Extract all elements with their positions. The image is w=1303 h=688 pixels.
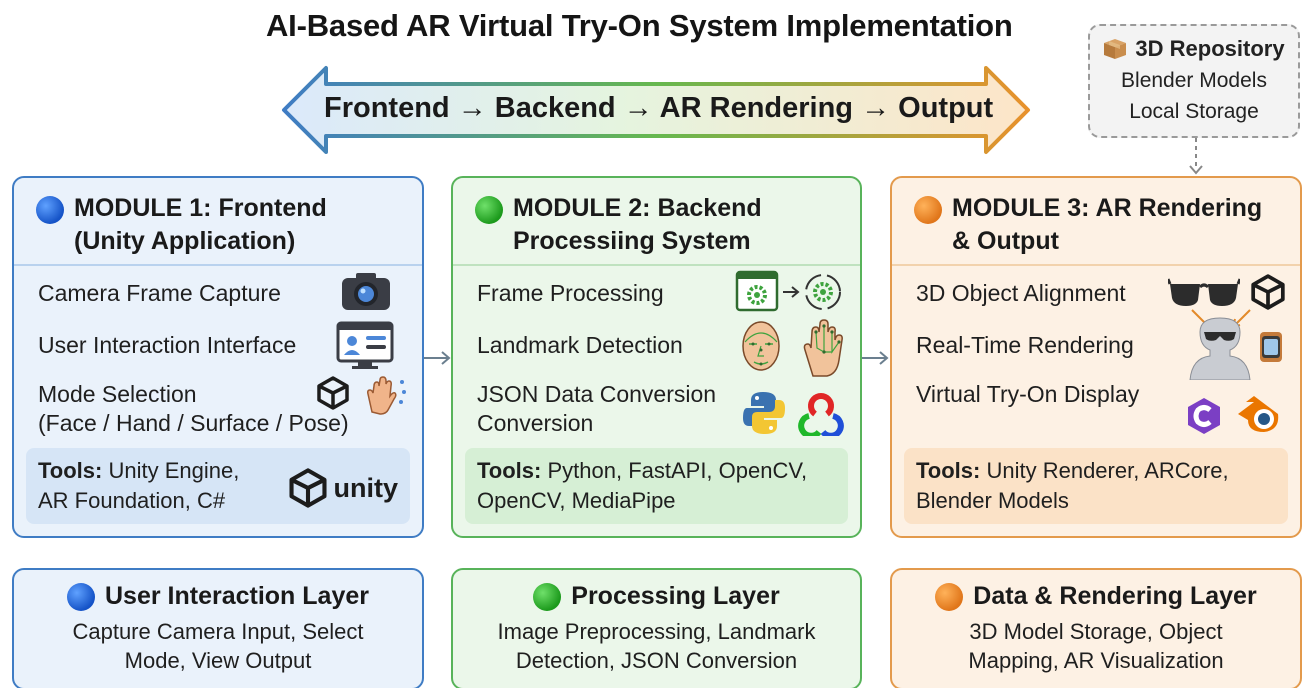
module-item: Camera Frame Capture: [38, 280, 281, 306]
module-title-line-2: & Output: [952, 227, 1059, 255]
tools-line-1: Python, FastAPI, OpenCV,: [541, 458, 808, 483]
unity-icon: [317, 376, 349, 410]
orange-dot-icon: [914, 196, 942, 224]
module-title-line-2: Processiing System: [513, 227, 751, 255]
tools-line-1: Unity Engine,: [102, 458, 240, 483]
green-dot-icon: [533, 582, 562, 611]
module-item: Virtual Try-On Display: [916, 381, 1140, 407]
layer-heading: Processing Layer: [453, 582, 860, 611]
module-title-line-1: MODULE 3: AR Rendering: [952, 194, 1263, 222]
layer-user-interaction: User Interaction Layer Capture Camera In…: [12, 568, 424, 688]
module-backend: MODULE 2: Backend Processiing System Fra…: [451, 176, 862, 538]
repository-title: 3D Repository: [1135, 36, 1285, 61]
layer-line-1: Capture Camera Input, Select: [72, 619, 364, 644]
blue-dot-icon: [67, 582, 95, 611]
mannequin-try-on-icon: [1189, 309, 1282, 380]
python-icon: [743, 392, 785, 434]
repository-line-2: Local Storage: [1129, 100, 1259, 123]
layer-description: Capture Camera Input, Select Mode, View …: [14, 617, 422, 675]
tools-line-1: Unity Renderer, ARCore,: [980, 458, 1229, 483]
tools-panel: Tools: Python, FastAPI, OpenCV, OpenCV, …: [465, 448, 848, 524]
module-item: Real-Time Rendering: [916, 332, 1134, 358]
module-item: 3D Object Alignment: [916, 280, 1126, 306]
layer-line-2: Mode, View Output: [124, 648, 312, 673]
unity-logo-icon: [288, 468, 327, 508]
repository-line-1: Blender Models: [1121, 69, 1267, 92]
layer-line-2: Mapping, AR Visualization: [968, 648, 1224, 673]
module-item: JSON Data Conversion: [477, 381, 717, 407]
tools-label: Tools:: [38, 458, 103, 483]
blender-icon: [1238, 396, 1279, 432]
tools-line-2: Blender Models: [916, 488, 1069, 513]
layer-description: Image Preprocessing, Landmark Detection,…: [453, 617, 860, 675]
module-backend-heading: MODULE 2: Backend Processiing System: [475, 192, 850, 258]
tools-line-2: OpenCV, MediaPipe: [477, 488, 676, 513]
layer-processing: Processing Layer Image Preprocessing, La…: [451, 568, 862, 688]
face-landmark-icon: [742, 321, 780, 371]
csharp-editor-icon: [1188, 398, 1220, 434]
divider: [453, 264, 860, 266]
layer-heading: Data & Rendering Layer: [892, 582, 1300, 611]
camera-icon: [342, 273, 390, 310]
layer-line-2: Detection, JSON Conversion: [515, 648, 798, 673]
module-ar-rendering: MODULE 3: AR Rendering & Output 3D Objec…: [890, 176, 1302, 538]
tools-label: Tools:: [477, 458, 542, 483]
module-title-line-2: (Unity Application): [74, 227, 296, 255]
module-frontend: MODULE 1: Frontend (Unity Application) C…: [12, 176, 424, 538]
frame-processing-icon: [735, 270, 841, 312]
hand-gesture-icon: [367, 376, 406, 415]
package-icon: [1104, 39, 1127, 59]
repository-connector-arrow: [1189, 138, 1203, 175]
module-frontend-heading: MODULE 1: Frontend (Unity Application): [36, 192, 412, 258]
layer-title: User Interaction Layer: [105, 582, 369, 610]
layer-line-1: Image Preprocessing, Landmark: [497, 619, 816, 644]
module-title-line-1: MODULE 1: Frontend: [74, 194, 327, 222]
layer-description: 3D Model Storage, Object Mapping, AR Vis…: [892, 617, 1300, 675]
divider: [14, 264, 422, 266]
tools-line-2: AR Foundation, C#: [38, 488, 226, 513]
user-interface-icon: [336, 321, 394, 369]
tools-label: Tools:: [916, 458, 981, 483]
divider: [892, 264, 1300, 266]
green-dot-icon: [475, 196, 503, 224]
repository-title-row: 3D Repository: [1090, 36, 1298, 62]
hand-landmark-icon: [803, 319, 843, 377]
module-item: Frame Processing: [477, 280, 664, 306]
layer-title: Data & Rendering Layer: [973, 582, 1257, 610]
module-item: Conversion: [477, 410, 594, 436]
unity-logo: unity: [288, 468, 399, 508]
orange-dot-icon: [935, 582, 964, 611]
module-ar-rendering-heading: MODULE 3: AR Rendering & Output: [914, 192, 1290, 258]
tools-panel: Tools: Unity Renderer, ARCore, Blender M…: [904, 448, 1288, 524]
flow-label: Frontend → Backend → AR Rendering → Outp…: [324, 92, 994, 124]
module-item: Landmark Detection: [477, 332, 683, 358]
blue-dot-icon: [36, 196, 64, 224]
repository-box: 3D Repository Blender Models Local Stora…: [1088, 24, 1300, 138]
opencv-icon: [798, 393, 844, 436]
layer-line-1: 3D Model Storage, Object: [969, 619, 1223, 644]
module-item: User Interaction Interface: [38, 332, 297, 358]
connector-arrow-1: [424, 351, 451, 365]
layer-heading: User Interaction Layer: [14, 582, 422, 611]
tools-panel: Tools: Unity Engine, AR Foundation, C# u…: [26, 448, 410, 524]
flow-arrow: [282, 66, 1030, 154]
unity-icon: [1251, 274, 1285, 310]
diagram-title: AI-Based AR Virtual Try-On System Implem…: [266, 8, 1013, 43]
connector-arrow-2: [862, 351, 889, 365]
layer-title: Processing Layer: [571, 582, 780, 610]
module-item: Mode Selection: [38, 381, 197, 407]
sunglasses-icon: [1168, 278, 1240, 306]
module-item: (Face / Hand / Surface / Pose): [38, 410, 349, 436]
layer-data-rendering: Data & Rendering Layer 3D Model Storage,…: [890, 568, 1302, 688]
module-title-line-1: MODULE 2: Backend: [513, 194, 762, 222]
unity-logo-text: unity: [333, 473, 399, 503]
